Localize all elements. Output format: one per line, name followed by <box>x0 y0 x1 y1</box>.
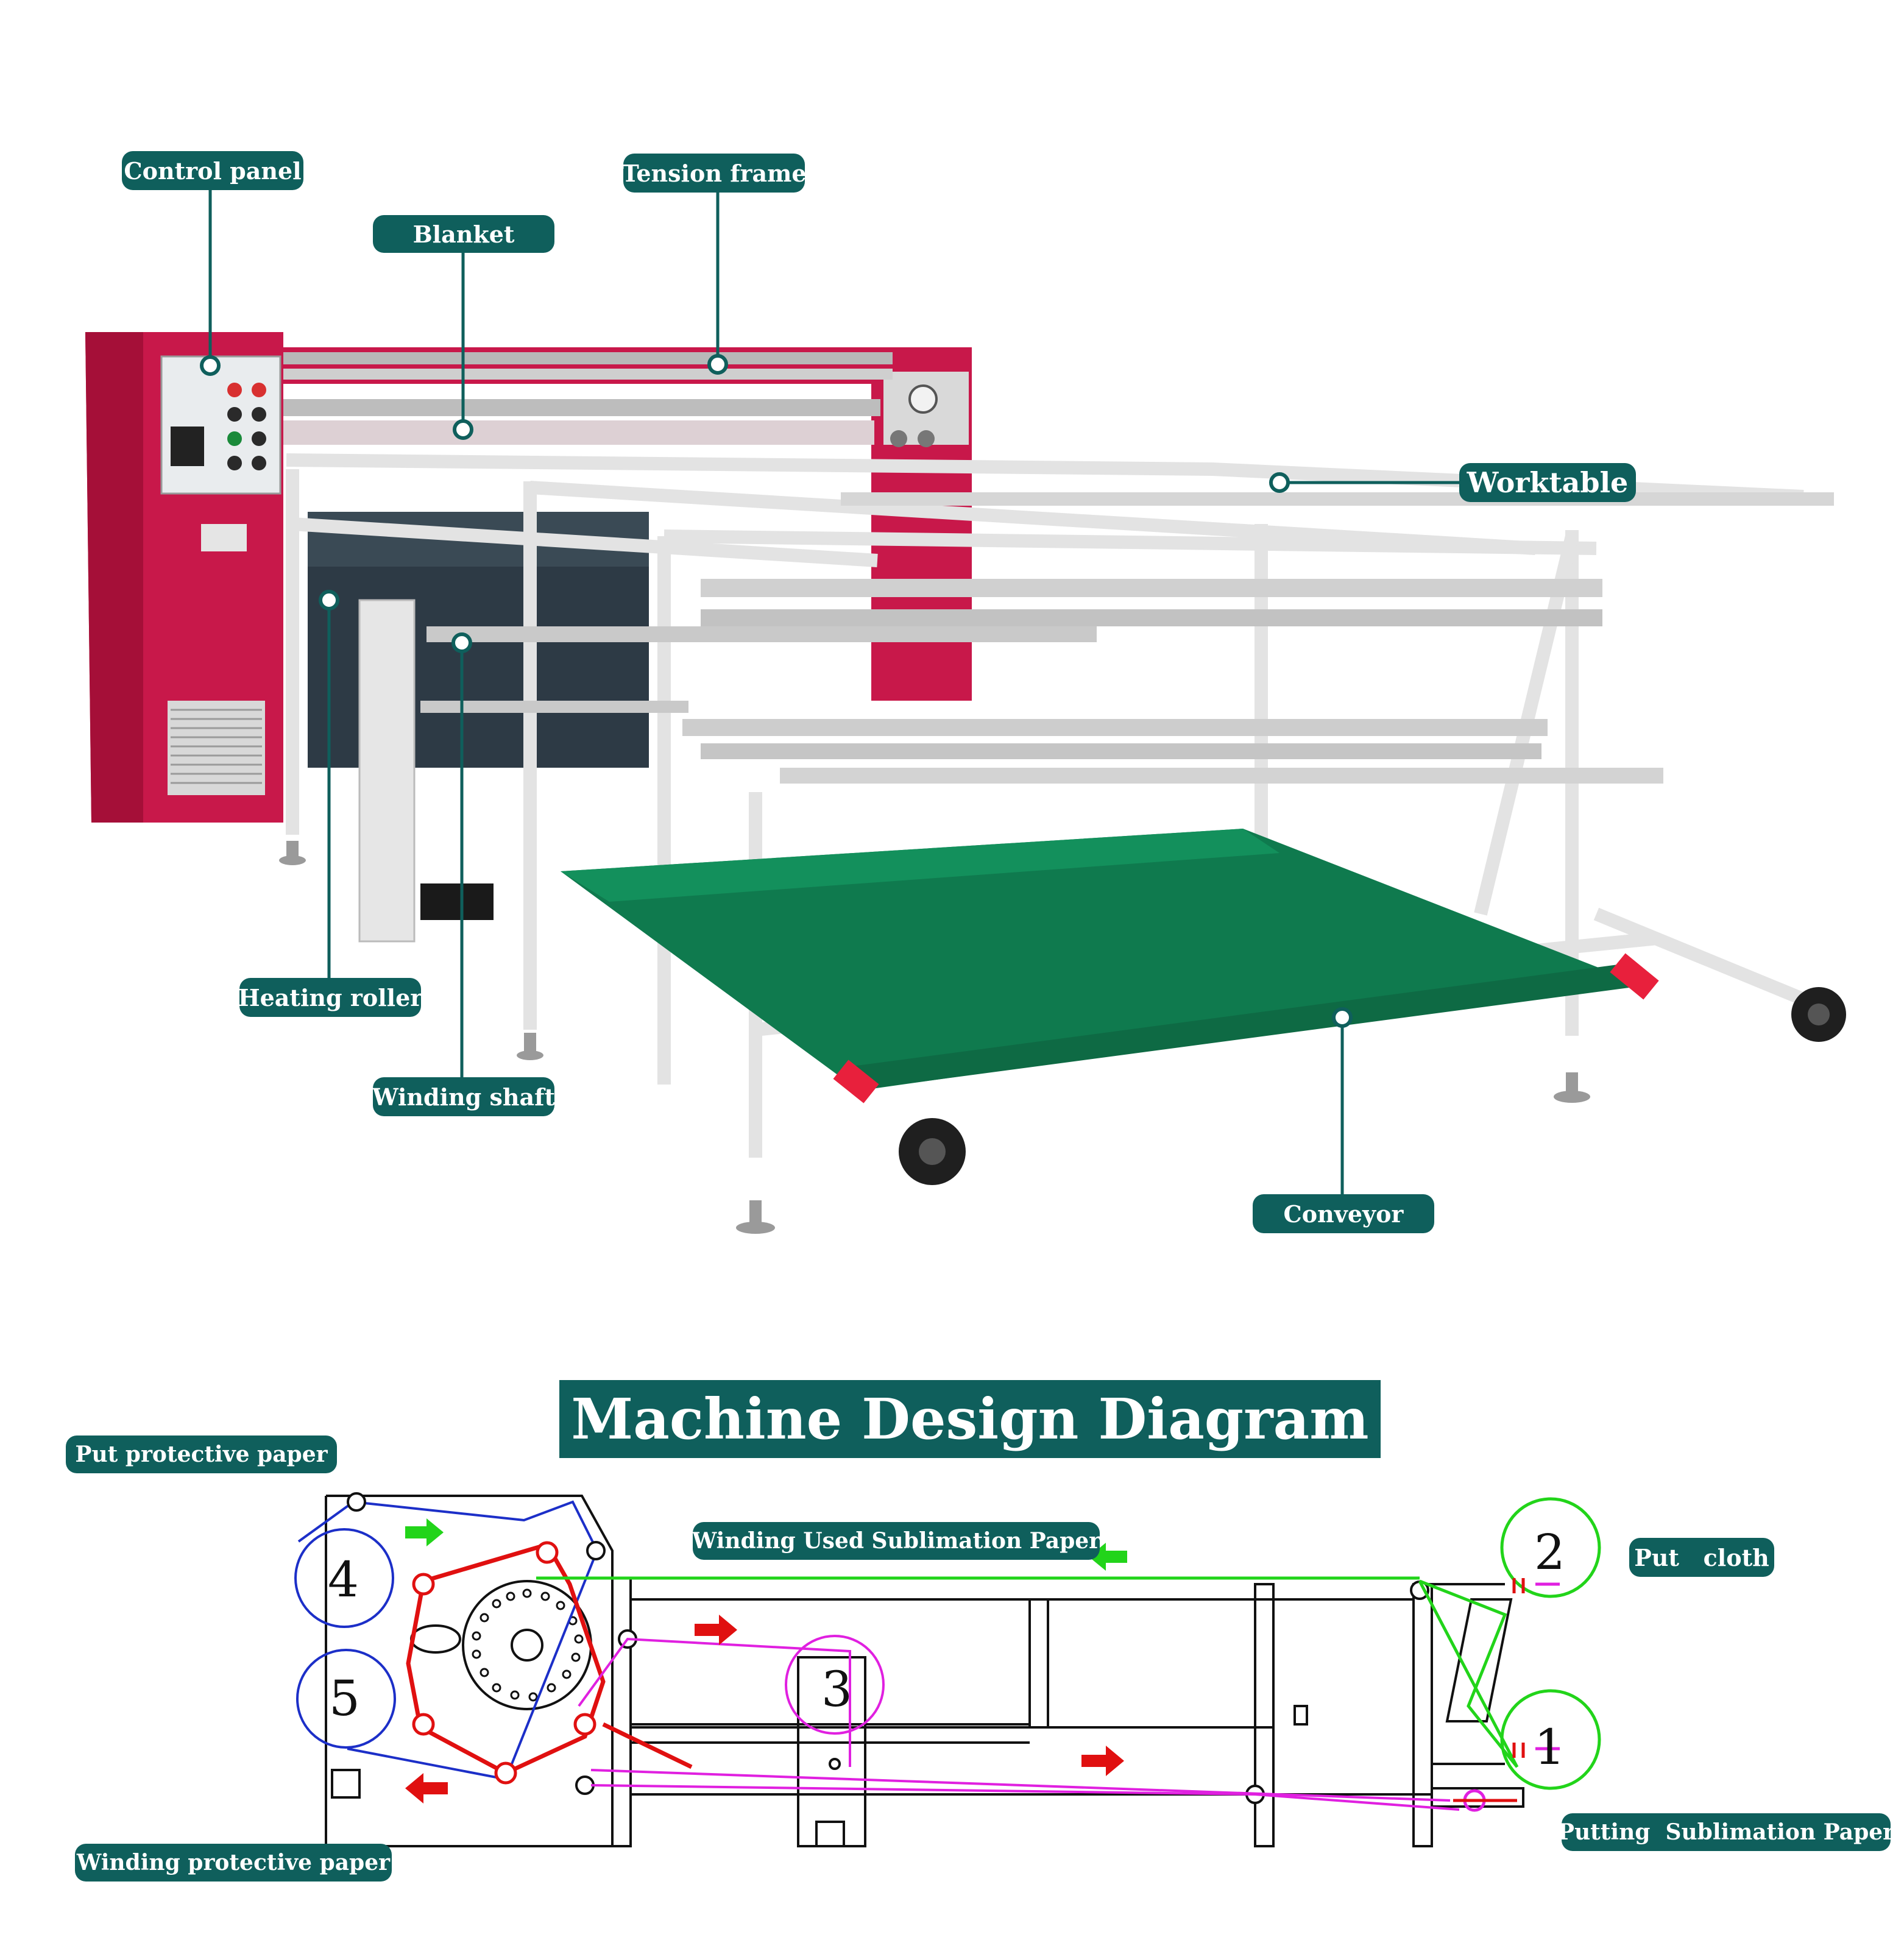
diagram-frame <box>325 1495 1524 1847</box>
drum <box>462 1580 592 1710</box>
leader-lines <box>208 189 1459 1194</box>
label-winding-protective-paper: Winding protective paper <box>75 1844 392 1882</box>
hand-wheels <box>899 987 1846 1185</box>
label-control-panel: Control panel <box>122 151 303 190</box>
label-heating-roller: Heating roller <box>238 978 422 1017</box>
station-number-1: 1 <box>1534 1719 1565 1775</box>
label-put-protective-paper: Put protective paper <box>66 1436 337 1473</box>
arrow-red-left <box>405 1773 448 1804</box>
winding-shafts <box>420 579 1663 784</box>
blanket <box>283 399 880 445</box>
conveyor-belt <box>561 829 1633 1091</box>
sublimation-paper-path <box>578 1635 1460 1811</box>
design-diagram: 1 2 3 4 5 <box>294 1492 1601 1847</box>
protective-paper-path <box>294 1500 599 1781</box>
feet <box>279 841 1590 1234</box>
worktable-bar <box>841 492 1834 506</box>
label-putting-sublimation-paper: Putting Sublimation Paper <box>1558 1813 1894 1851</box>
control-panel <box>160 355 281 495</box>
diagram-title: Machine Design Diagram <box>559 1380 1381 1458</box>
label-conveyor: Conveyor <box>1253 1194 1434 1233</box>
label-blanket: Blanket <box>373 215 554 253</box>
side-housing <box>358 599 416 943</box>
drum-holes <box>472 1588 584 1702</box>
leader-dots <box>200 354 1353 1028</box>
label-winding-shaft: Winding shaft <box>372 1077 555 1116</box>
label-worktable: Worktable <box>1459 463 1636 502</box>
label-tension-frame: Tension frame <box>621 154 807 193</box>
station-number-5: 5 <box>329 1670 360 1727</box>
station-number-3: 3 <box>821 1661 852 1718</box>
station-number-2: 2 <box>1534 1524 1565 1581</box>
station-number-4: 4 <box>328 1551 359 1608</box>
arrow-red-right-upper <box>695 1615 737 1645</box>
station-red-marks <box>1453 1578 1525 1802</box>
tension-frame <box>283 352 893 380</box>
arrow-green-right <box>405 1518 444 1546</box>
arrow-red-right-lower <box>1081 1746 1124 1776</box>
machine-photo <box>85 332 1846 1234</box>
felt-rollers <box>412 1541 596 1785</box>
label-winding-used-sublimation-paper: Winding Used Sublimation Paper <box>692 1522 1100 1560</box>
vent-grille <box>168 701 265 795</box>
label-put-cloth: Put cloth <box>1629 1538 1774 1577</box>
cloth-path <box>536 1497 1601 1790</box>
